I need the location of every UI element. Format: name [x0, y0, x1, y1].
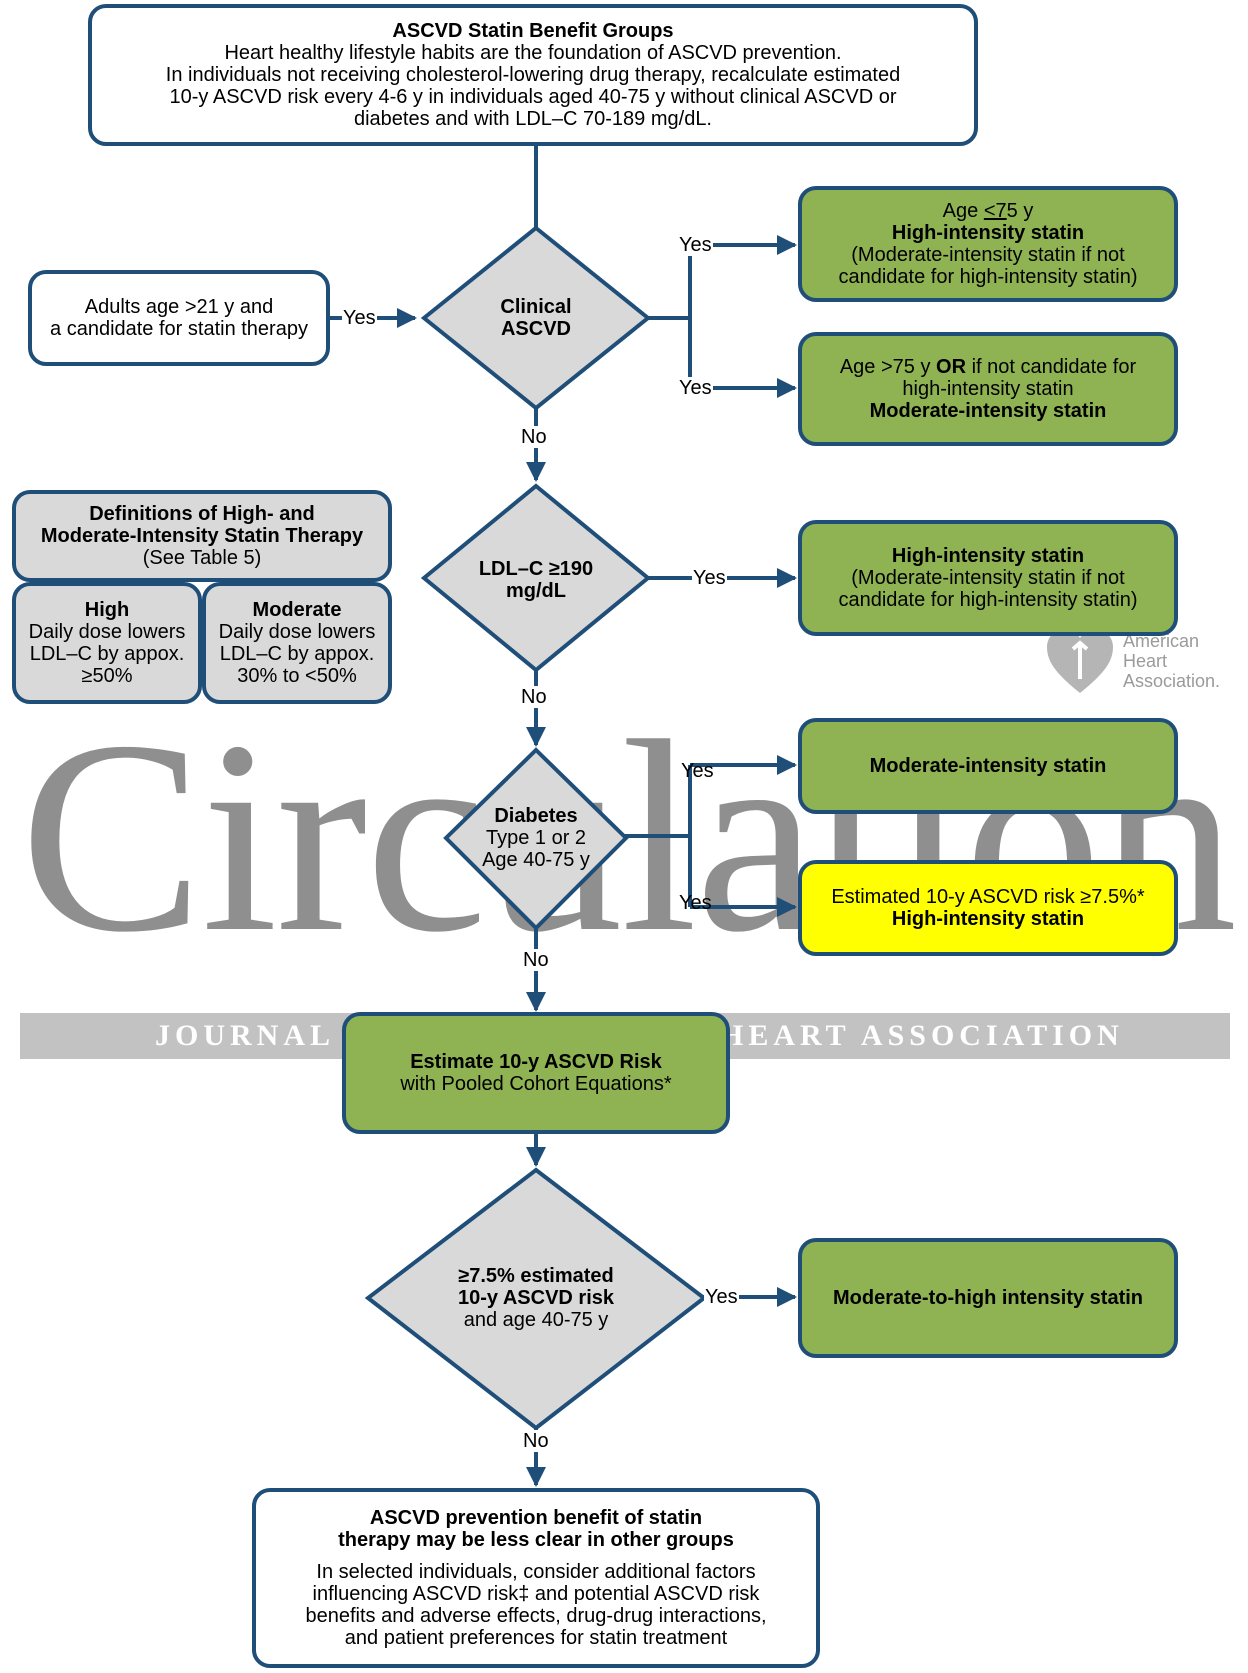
definition-moderate-line: Daily dose lowers [218, 621, 376, 643]
result-ldl-line2: (Moderate-intensity statin if not [851, 567, 1125, 589]
box-moderate-intensity-diabetes: Moderate-intensity statin [798, 718, 1178, 814]
result-ldl-bold: High-intensity statin [891, 545, 1085, 567]
result-age-gt75-line2: high-intensity statin [902, 378, 1074, 400]
bottom-box-line: In selected individuals, consider additi… [316, 1561, 756, 1583]
aha-logo-text-2: Heart [1123, 651, 1168, 671]
bottom-box-line: and patient preferences for statin treat… [344, 1627, 728, 1649]
definitions-subtitle: (See Table 5) [142, 547, 262, 569]
decision-ldl-diamond [420, 483, 652, 673]
estimate-bold: Estimate 10-y ASCVD Risk [410, 1051, 662, 1073]
definitions-title-2: Moderate-Intensity Statin Therapy [40, 525, 364, 547]
bottom-box-line: influencing ASCVD risk‡ and potential AS… [312, 1583, 760, 1605]
result-age75-line1: Age <75 y [942, 200, 1034, 222]
definition-high-title: High [84, 599, 130, 621]
box-statin-benefit-groups: ASCVD Statin Benefit Groups Heart health… [88, 4, 978, 146]
definition-moderate-title: Moderate [252, 599, 342, 621]
watermark-band-right: HEART ASSOCIATION [720, 1019, 1124, 1052]
result-diabetes-high-bold: High-intensity statin [891, 908, 1085, 930]
connector-diabetes-branch [620, 765, 692, 907]
decision-ldl-label: LDL–C ≥190 mg/dL [478, 558, 594, 602]
box-moderate-intensity-age-gt75: Age >75 y OR if not candidate for high-i… [798, 332, 1178, 446]
top-box-line: In individuals not receiving cholesterol… [165, 64, 901, 86]
result-age75-line4: candidate for high-intensity statin) [838, 266, 1138, 288]
aha-logo: American Heart Association. [1045, 627, 1220, 707]
definition-high-line: LDL–C by appox. [29, 643, 185, 665]
result-diabetes-moderate-bold: Moderate-intensity statin [869, 755, 1107, 777]
decision-diabetes-diamond [443, 747, 629, 931]
bottom-box-bold-2: therapy may be less clear in other group… [338, 1529, 734, 1551]
box-moderate-to-high-intensity: Moderate-to-high intensity statin [798, 1238, 1178, 1358]
aha-logo-text-3: Association. [1123, 671, 1221, 691]
result-age-gt75-line1: Age >75 y OR if not candidate for [839, 356, 1137, 378]
result-age75-bold: High-intensity statin [891, 222, 1085, 244]
estimate-line2: with Pooled Cohort Equations* [400, 1073, 672, 1095]
aha-logo-text-1: American [1123, 631, 1200, 651]
adults-box-line: a candidate for statin therapy [50, 318, 308, 340]
box-adults-candidate: Adults age >21 y and a candidate for sta… [28, 270, 330, 366]
definition-moderate-line: 30% to <50% [237, 665, 357, 687]
top-box-line: diabetes and with LDL–C 70-189 mg/dL. [353, 108, 712, 130]
label-yes-risk: Yes [704, 1286, 739, 1308]
label-yes-adults: Yes [342, 307, 377, 329]
connector-clinical-branch [645, 245, 692, 388]
result-age-gt75-bold: Moderate-intensity statin [869, 400, 1107, 422]
decision-risk-label: ≥7.5% estimated 10-y ASCVD risk and age … [458, 1265, 614, 1331]
label-yes-diabetes-bottom: Yes [679, 892, 712, 914]
decision-clinical-diamond [420, 225, 652, 411]
bottom-box-bold-1: ASCVD prevention benefit of statin [369, 1507, 703, 1529]
label-yes-diabetes-top: Yes [681, 760, 714, 782]
label-yes-ldl: Yes [692, 567, 727, 589]
definition-high-line: ≥50% [81, 665, 133, 687]
label-yes-clinical-bottom: Yes [678, 377, 713, 399]
result-age75-line3: (Moderate-intensity statin if not [851, 244, 1125, 266]
definition-high-line: Daily dose lowers [28, 621, 186, 643]
watermark-band-left: JOURNAL [155, 1019, 336, 1052]
box-definitions: Definitions of High- and Moderate-Intens… [12, 490, 392, 582]
bottom-box-line: benefits and adverse effects, drug-drug … [305, 1605, 767, 1627]
heart-torch-icon [1047, 629, 1113, 693]
top-box-line: 10-y ASCVD risk every 4-6 y in individua… [169, 86, 897, 108]
label-yes-clinical-top: Yes [678, 234, 713, 256]
result-ldl-line3: candidate for high-intensity statin) [838, 589, 1138, 611]
box-high-intensity-diabetes: Estimated 10-y ASCVD risk ≥7.5%* High-in… [798, 860, 1178, 956]
box-definition-moderate: Moderate Daily dose lowers LDL–C by appo… [202, 582, 392, 704]
label-no-ldl: No [520, 686, 548, 708]
top-box-title: ASCVD Statin Benefit Groups [392, 20, 674, 42]
label-no-risk: No [522, 1430, 550, 1452]
label-no-diabetes: No [522, 949, 550, 971]
decision-diabetes-label: Diabetes Type 1 or 2 Age 40-75 y [482, 805, 590, 871]
decision-risk-diamond [364, 1167, 708, 1431]
decision-clinical-label: Clinical ASCVD [500, 296, 572, 340]
result-diabetes-high-line1: Estimated 10-y ASCVD risk ≥7.5%* [831, 886, 1145, 908]
box-high-intensity-ldl: High-intensity statin (Moderate-intensit… [798, 520, 1178, 636]
definitions-title-1: Definitions of High- and [89, 503, 315, 525]
box-benefit-less-clear: ASCVD prevention benefit of statin thera… [252, 1488, 820, 1668]
box-high-intensity-age-75: Age <75 y High-intensity statin (Moderat… [798, 186, 1178, 302]
adults-box-line: Adults age >21 y and [84, 296, 274, 318]
label-no-clinical: No [520, 426, 548, 448]
box-definition-high: High Daily dose lowers LDL–C by appox. ≥… [12, 582, 202, 704]
result-risk-bold: Moderate-to-high intensity statin [833, 1287, 1143, 1309]
box-estimate-risk: Estimate 10-y ASCVD Risk with Pooled Coh… [342, 1012, 730, 1134]
definition-moderate-line: LDL–C by appox. [219, 643, 375, 665]
top-box-line: Heart healthy lifestyle habits are the f… [224, 42, 842, 64]
